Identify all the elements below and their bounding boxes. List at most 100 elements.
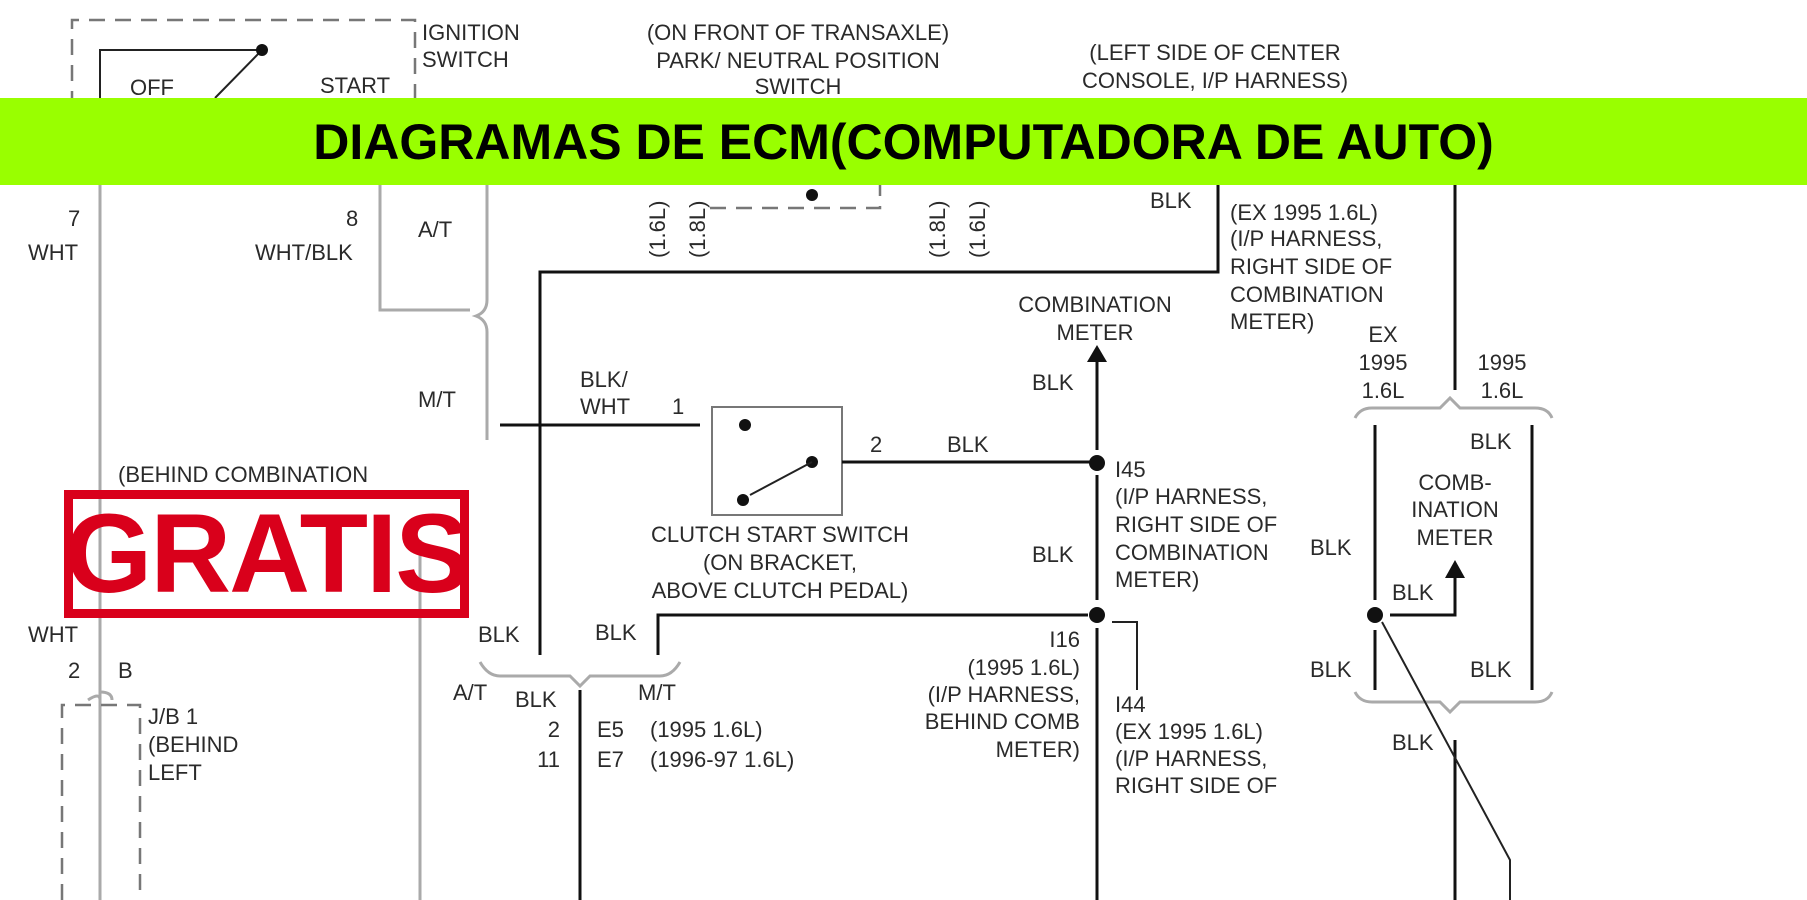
label: PARK/ NEUTRAL POSITION [656,48,940,73]
label: (1.6L) [645,201,670,258]
label: INATION [1411,497,1499,522]
label: B [118,658,133,683]
label: WHT [580,394,630,419]
pointer-i44 [1112,621,1138,690]
label: 2 [870,432,882,457]
label: (BEHIND [148,732,238,757]
label: 1.6L [1481,378,1524,403]
label: I44 [1115,692,1146,717]
label: 2 [548,717,560,742]
arrow-up-icon [1445,560,1465,578]
label: ABOVE CLUTCH PEDAL) [652,578,909,603]
pn-switch-box [710,185,882,210]
jb-box [60,703,142,900]
banner-title: DIAGRAMAS DE ECM(COMPUTADORA DE AUTO) [313,113,1494,170]
label: (ON FRONT OF TRANSAXLE) [647,20,949,45]
splice-i45 [1089,455,1105,471]
title-banner: DIAGRAMAS DE ECM(COMPUTADORA DE AUTO) [0,98,1807,185]
label: BLK [1310,535,1352,560]
label: (I/P HARNESS, [928,682,1080,707]
label: METER) [996,737,1080,762]
bracket-bottom [1353,691,1554,715]
wire-blk-mt [656,613,1088,655]
label: METER) [1230,309,1314,334]
label: METER [1057,320,1134,345]
label: CONSOLE, I/P HARNESS) [1082,68,1348,93]
label: EX [1368,322,1398,347]
label: I16 [1049,627,1080,652]
label: BLK [1150,188,1192,213]
label: WHT [28,622,78,647]
label: 7 [68,206,80,231]
pointer-right [1381,621,1511,900]
splice-i16 [1089,607,1105,623]
stamp-text: GRATIS [65,491,470,616]
label: BLK [1392,580,1434,605]
clutch-contact [749,461,813,496]
label: BLK [1470,429,1512,454]
label: WHT [28,240,78,265]
label: (ON BRACKET, [703,550,857,575]
label: BLK [1310,657,1352,682]
bracket-at-mt [478,661,682,689]
label: 11 [537,747,560,772]
label: (1996-97 1.6L) [650,747,794,772]
label: SWITCH [755,74,842,99]
labels: IGNITION SWITCH OFF START 7 WHT 8 WHT/BL… [28,20,1526,798]
label: BLK/ [580,367,629,392]
label: BLK [478,622,520,647]
label: A/T [453,680,487,705]
label: RIGHT SIDE OF [1115,773,1277,798]
label: COMBINATION [1018,292,1172,317]
label: RIGHT SIDE OF [1115,512,1277,537]
label: (1995 1.6L) [650,717,763,742]
label: LEFT [148,760,202,785]
label: BLK [1470,657,1512,682]
label: 1.6L [1362,378,1405,403]
label: BLK [1392,730,1434,755]
label: COMBINATION [1230,282,1384,307]
label: COMB- [1418,470,1491,495]
label: COMBINATION [1115,540,1269,565]
splice-right [1367,607,1383,623]
clutch-dot [739,419,751,431]
label: (1.6L) [965,201,990,258]
label: (1.8L) [925,201,950,258]
bracket-ex1995 [1353,395,1554,419]
label: (I/P HARNESS, [1115,746,1267,771]
clutch-switch-box [711,406,843,516]
label: (I/P HARNESS, [1115,484,1267,509]
wire-to-meter-2 [1390,578,1457,617]
label: IGNITION [422,20,520,45]
label: (EX 1995 1.6L) [1115,719,1263,744]
wire-blk-main [538,185,1220,655]
label: M/T [638,680,676,705]
label: BLK [947,432,989,457]
label: CLUTCH START SWITCH [651,522,909,547]
label: I45 [1115,457,1146,482]
label: START [320,73,390,98]
label: OFF [130,75,174,100]
label: E7 [597,747,624,772]
label: A/T [418,217,452,242]
contact-dot [256,44,268,56]
label: 8 [346,206,358,231]
label: (EX 1995 1.6L) [1230,200,1378,225]
label: E5 [597,717,624,742]
label: METER [1417,525,1494,550]
label: (LEFT SIDE OF CENTER [1089,40,1340,65]
gratis-stamp: GRATIS [64,490,470,618]
label: (I/P HARNESS, [1230,226,1382,251]
label: M/T [418,387,456,412]
label: 1 [672,394,684,419]
label: SWITCH [422,47,509,72]
label: BLK [595,620,637,645]
label: (1.8L) [685,201,710,258]
pn-dot [806,189,818,201]
label: WHT/BLK [255,240,353,265]
label: BEHIND COMB [925,709,1080,734]
label: RIGHT SIDE OF [1230,254,1392,279]
connector-jb [87,690,114,702]
label: J/B 1 [148,704,198,729]
